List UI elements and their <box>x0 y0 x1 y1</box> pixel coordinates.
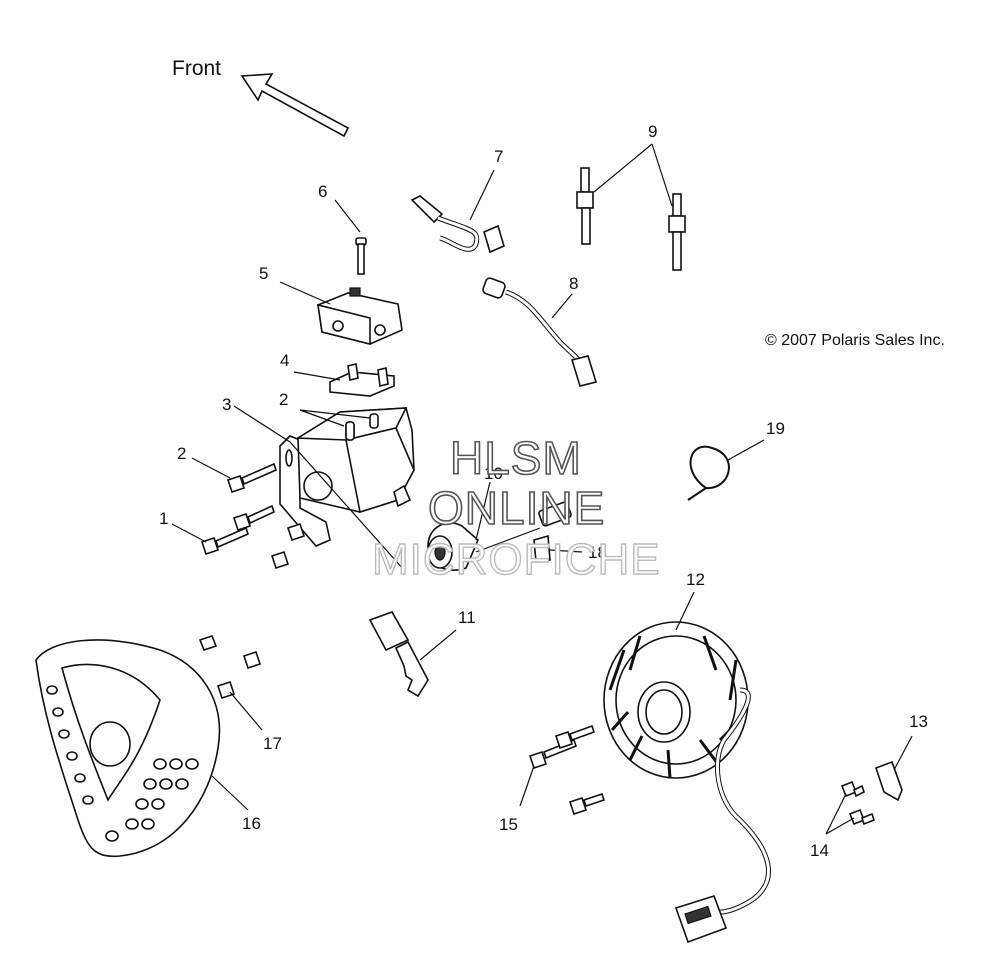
part-17-clip-1 <box>198 635 218 651</box>
part-10-ignition-switch <box>427 501 572 571</box>
part-5-ignition-coil <box>317 287 403 346</box>
part-9-spark-plug-left <box>576 167 594 245</box>
watermark: HLSM ONLINE MICROFICHE <box>371 431 661 585</box>
part-15-screw-3 <box>568 792 606 816</box>
part-3-mounting-bracket <box>279 407 415 547</box>
part-18-clip <box>533 534 551 563</box>
callout-19: 19 <box>766 419 785 438</box>
callout-12: 12 <box>686 570 705 589</box>
part-9-spark-plug-right <box>668 193 686 271</box>
callout-2-screw: 2 <box>177 444 186 463</box>
callout-5: 5 <box>259 264 268 283</box>
part-2-screw-upper <box>226 462 277 494</box>
front-arrow <box>240 73 350 138</box>
callout-8: 8 <box>569 274 578 293</box>
part-1-screw <box>200 526 249 556</box>
callout-7: 7 <box>494 147 503 166</box>
callout-13: 13 <box>909 712 928 731</box>
part-13-connector <box>874 760 903 802</box>
callout-2-studs: 2 <box>279 390 288 409</box>
part-12-stator <box>603 621 771 944</box>
callout-6: 6 <box>318 182 327 201</box>
callout-15: 15 <box>499 815 518 834</box>
part-8-plug-wire <box>482 277 598 387</box>
part-15-screw-2 <box>554 724 596 750</box>
leader-lines <box>171 143 913 835</box>
part-14-screw-upper <box>840 780 865 798</box>
screw-extra-1 <box>232 504 275 532</box>
part-14-screw-lower <box>848 808 875 826</box>
watermark-line-3: MICROFICHE <box>372 535 661 584</box>
part-7-coil-wire <box>410 195 505 254</box>
callout-11: 11 <box>458 608 476 627</box>
part-4-bracket <box>329 363 395 397</box>
front-label: Front <box>172 57 221 80</box>
part-17-clip-2 <box>242 650 262 670</box>
watermark-line-2: ONLINE <box>428 482 605 534</box>
part-11-key <box>368 611 429 698</box>
part-19-tie-strap <box>687 445 730 501</box>
part-2-screws-bracket <box>345 421 355 441</box>
callout-10: 10 <box>484 464 503 483</box>
callout-3: 3 <box>222 395 231 414</box>
callout-1: 1 <box>159 509 168 528</box>
screw-extra-2 <box>286 522 306 542</box>
copyright-text: © 2007 Polaris Sales Inc. <box>765 332 945 349</box>
part-17-clip-3 <box>216 680 236 700</box>
callout-14: 14 <box>810 841 829 860</box>
callout-9: 9 <box>648 122 657 141</box>
housing-vent-holes <box>46 685 199 842</box>
part-6-bolt <box>355 237 367 275</box>
callout-4: 4 <box>280 351 289 370</box>
callout-18: 18 <box>588 543 607 562</box>
callout-17: 17 <box>263 734 282 753</box>
screw-extra-3 <box>270 550 290 570</box>
callout-16: 16 <box>242 814 261 833</box>
part-16-housing <box>35 639 221 858</box>
watermark-line-1: HLSM <box>450 432 582 484</box>
